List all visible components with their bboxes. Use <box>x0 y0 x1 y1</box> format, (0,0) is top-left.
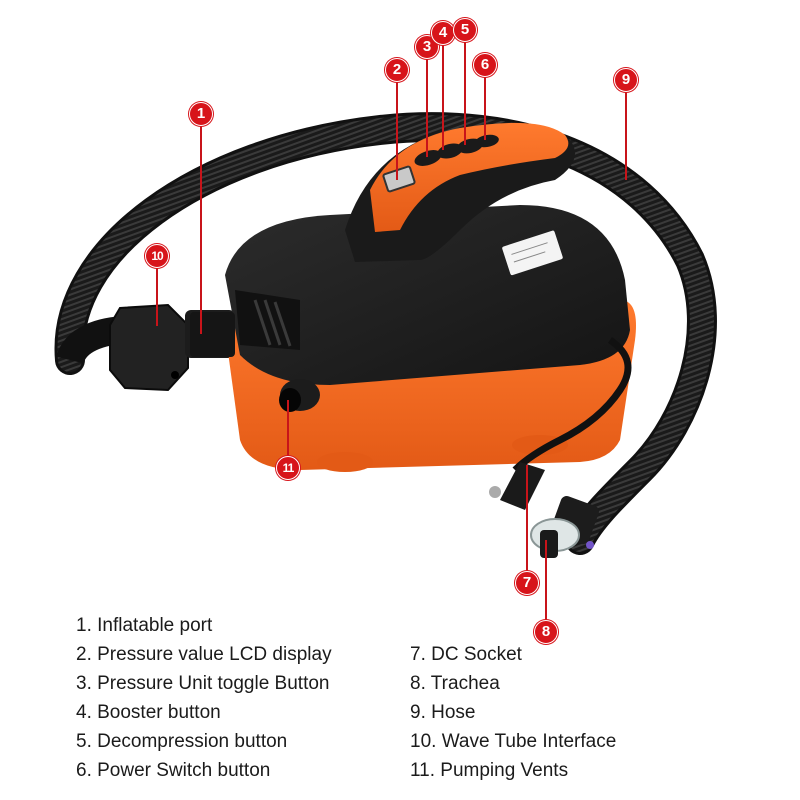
legend-item-10: 10. Wave Tube Interface <box>410 731 617 752</box>
dc-cable <box>489 337 632 510</box>
callout-marker-11: 11 <box>276 456 300 480</box>
callout-marker-10: 10 <box>145 244 169 268</box>
callout-marker-8: 8 <box>534 620 558 644</box>
inflatable-port <box>190 312 235 357</box>
callout-marker-9: 9 <box>614 68 638 92</box>
legend-item-11: 11. Pumping Vents <box>410 760 569 781</box>
trachea-nozzle <box>530 496 599 558</box>
legend-item-1: 1. Inflatable port <box>76 615 213 636</box>
legend-item-6: 6. Power Switch button <box>76 760 271 781</box>
legend-item-3: 3. Pressure Unit toggle Button <box>76 673 330 694</box>
legend-item-2: 2. Pressure value LCD display <box>76 644 332 665</box>
leader-line-3 <box>426 57 428 157</box>
leader-line-2 <box>396 80 398 180</box>
legend-item-8: 8. Trachea <box>410 673 500 694</box>
leader-line-9 <box>625 90 627 180</box>
legend-item-4: 4. Booster button <box>76 702 221 723</box>
leader-line-8 <box>545 540 547 620</box>
legend-item-7: 7. DC Socket <box>410 644 522 665</box>
legend-right-column: 7. DC Socket 8. Trachea 9. Hose 10. Wave… <box>410 640 616 785</box>
leader-line-5 <box>464 40 466 145</box>
leader-line-1 <box>200 124 202 334</box>
pumping-vent <box>279 379 320 412</box>
legend-item-9: 9. Hose <box>410 702 476 723</box>
callout-marker-2: 2 <box>385 58 409 82</box>
pump-body <box>225 205 636 472</box>
legend-item-5: 5. Decompression button <box>76 731 288 752</box>
callout-marker-4: 4 <box>431 21 455 45</box>
callout-marker-5: 5 <box>453 18 477 42</box>
power-switch-button <box>475 134 499 148</box>
leader-line-4 <box>442 40 444 150</box>
callout-marker-7: 7 <box>515 571 539 595</box>
leader-line-6 <box>484 75 486 140</box>
hose <box>54 112 717 555</box>
legend-left-column: 1. Inflatable port 2. Pressure value LCD… <box>76 611 332 785</box>
leader-line-11 <box>287 400 289 460</box>
callout-marker-6: 6 <box>473 53 497 77</box>
unit-toggle-button <box>414 150 442 166</box>
leader-line-7 <box>526 465 528 575</box>
callout-marker-1: 1 <box>189 102 213 126</box>
leader-line-10 <box>156 266 158 326</box>
